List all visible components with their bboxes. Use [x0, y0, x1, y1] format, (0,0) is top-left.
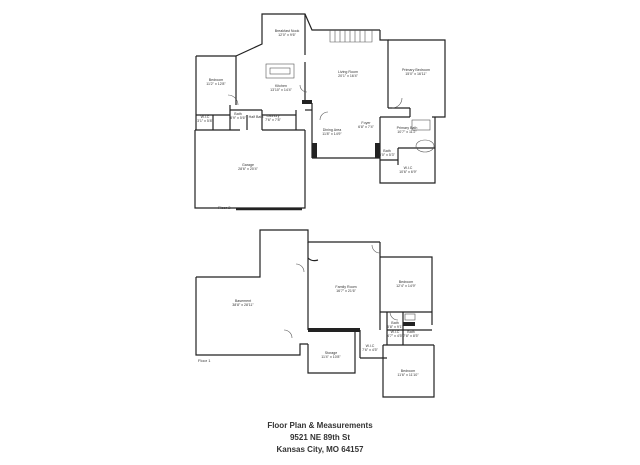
lower-floor-labels: Floor 1 Basement 38'8" x 28'11" Family R… [198, 280, 420, 377]
room-name: Bath [407, 330, 414, 334]
floor-2-label: Floor 2 [218, 205, 231, 210]
room-name: Living Room [338, 70, 358, 74]
room-dims: 10'7" x 11'2" [397, 130, 417, 134]
upper-floor-fixtures [227, 30, 435, 153]
room-dims: 4'7" x 4'5" [387, 334, 403, 338]
room-dims: 11'8" x 14'9" [322, 132, 342, 136]
room-name: Half Bath [249, 115, 264, 119]
room-name: Bath [234, 112, 241, 116]
room-dims: 16'7" x 21'6" [336, 289, 356, 293]
room-name: Family Room [335, 285, 356, 289]
room-name: W.I.C [404, 166, 413, 170]
lower-floor-walls [195, 229, 435, 398]
room-dims: 15'0" x 16'11" [405, 72, 427, 76]
room-name: Primary Bath [397, 126, 418, 130]
room-name: Foyer [361, 121, 371, 125]
room-name: Dining Area [323, 128, 342, 132]
room-dims: 7'8" x 8'5" [403, 334, 419, 338]
room-name: Bath [383, 149, 390, 153]
room-name: W.I.C [201, 115, 210, 119]
room-dims: 12'4" x 14'9" [396, 284, 416, 288]
room-dims: 20'1" x 16'4" [338, 74, 358, 78]
room-name: W.I.C [391, 330, 400, 334]
room-name: Kitchen [275, 84, 287, 88]
room-name: Bedroom [209, 78, 224, 82]
room-name: Breakfast Nook [275, 29, 300, 33]
room-dims: 10'6" x 6'9" [399, 170, 417, 174]
room-name: Laundry [267, 114, 280, 118]
room-dims: 7'6" x 4'5" [362, 348, 378, 352]
room-dims: 28'6" x 20'4" [238, 167, 258, 171]
upper-floor-solid-walls [302, 100, 380, 158]
upper-floor-walls [194, 13, 446, 211]
lower-floor-fixtures [283, 244, 416, 339]
room-dims: 6'8" x 7'4" [358, 125, 374, 129]
caption-city: Kansas City, MO 64157 [276, 445, 364, 454]
room-name: Storage [325, 351, 338, 355]
room-dims: 11'2" x 12'8" [206, 82, 226, 86]
room-dims: 11'6" x 11'10" [397, 373, 419, 377]
room-name: Bath [391, 321, 398, 325]
room-name: Basement [235, 299, 251, 303]
room-dims: 11'4" x 10'8" [321, 355, 341, 359]
lower-floor-solid-walls [308, 322, 415, 332]
room-dims: 38'8" x 28'11" [232, 303, 254, 307]
room-name: W.I.C [366, 344, 375, 348]
room-name: Bedroom [399, 280, 414, 284]
room-dims: 5'8" x 9'1" [387, 325, 403, 329]
room-name: Bedroom [401, 369, 416, 373]
room-name: Primary Bedroom [402, 68, 430, 72]
room-dims: 3'1" x 5'8" [197, 119, 213, 123]
caption-address: 9521 NE 89th St [289, 433, 351, 442]
room-dims: 12'0" x 9'6" [278, 33, 296, 37]
room-dims: 5'0" x 5'3" [379, 153, 395, 157]
caption-title: Floor Plan & Measurements [267, 421, 373, 430]
room-dims: 13'10" x 14'4" [270, 88, 292, 92]
floor-1-label: Floor 1 [198, 358, 211, 363]
room-name: Garage [242, 163, 254, 167]
room-dims: 7'6" x 7'8" [265, 118, 281, 122]
upper-floor-labels: Floor 2 Breakfast Nook 12'0" x 9'6" Bedr… [197, 29, 430, 210]
room-dims: 8'9" x 5'6" [230, 116, 246, 120]
